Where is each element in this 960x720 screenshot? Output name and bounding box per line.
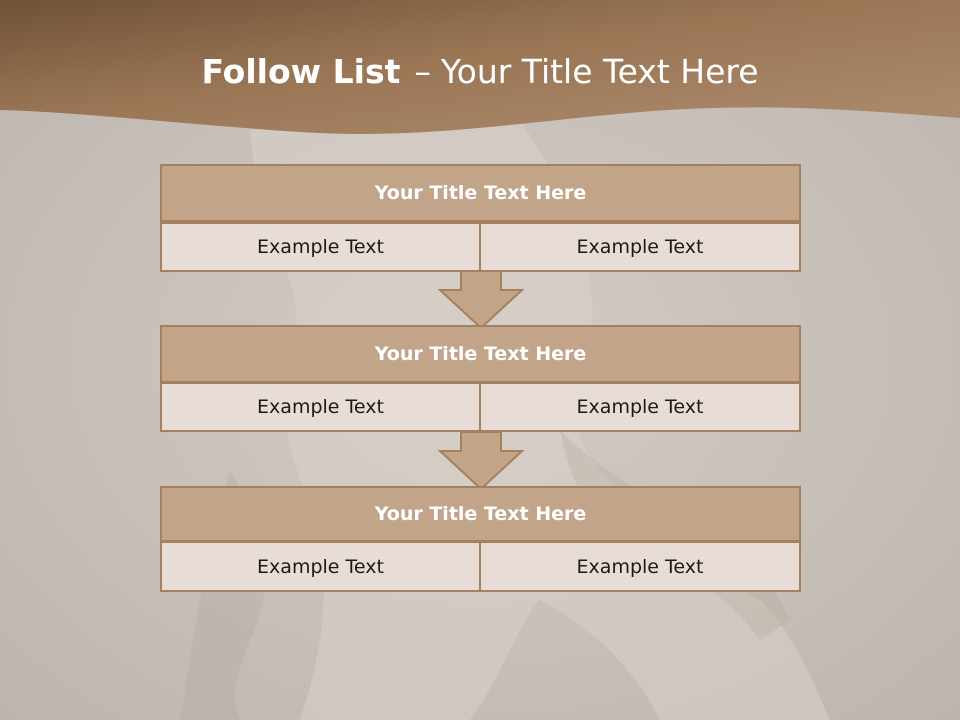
block-1-left-cell: Example Text	[160, 222, 481, 272]
list-block-1: Your Title Text Here Example Text Exampl…	[160, 164, 801, 272]
block-1-title: Your Title Text Here	[160, 164, 801, 222]
page-title: Follow List–Your Title Text Here	[0, 52, 960, 91]
block-2-left-cell: Example Text	[160, 382, 481, 432]
down-arrow-icon	[438, 431, 524, 491]
header-band	[0, 0, 960, 134]
block-1-right-cell: Example Text	[479, 222, 801, 272]
title-bold: Follow List	[201, 52, 401, 91]
block-2-right-cell: Example Text	[479, 382, 801, 432]
title-dash: –	[414, 52, 431, 91]
list-block-2: Your Title Text Here Example Text Exampl…	[160, 325, 801, 433]
block-3-right-cell: Example Text	[479, 541, 801, 592]
block-2-title: Your Title Text Here	[160, 325, 801, 383]
block-3-title: Your Title Text Here	[160, 486, 801, 542]
down-arrow-icon	[438, 270, 524, 330]
list-block-3: Your Title Text Here Example Text Exampl…	[160, 486, 801, 592]
title-rest: Your Title Text Here	[440, 52, 759, 91]
block-3-left-cell: Example Text	[160, 541, 481, 592]
